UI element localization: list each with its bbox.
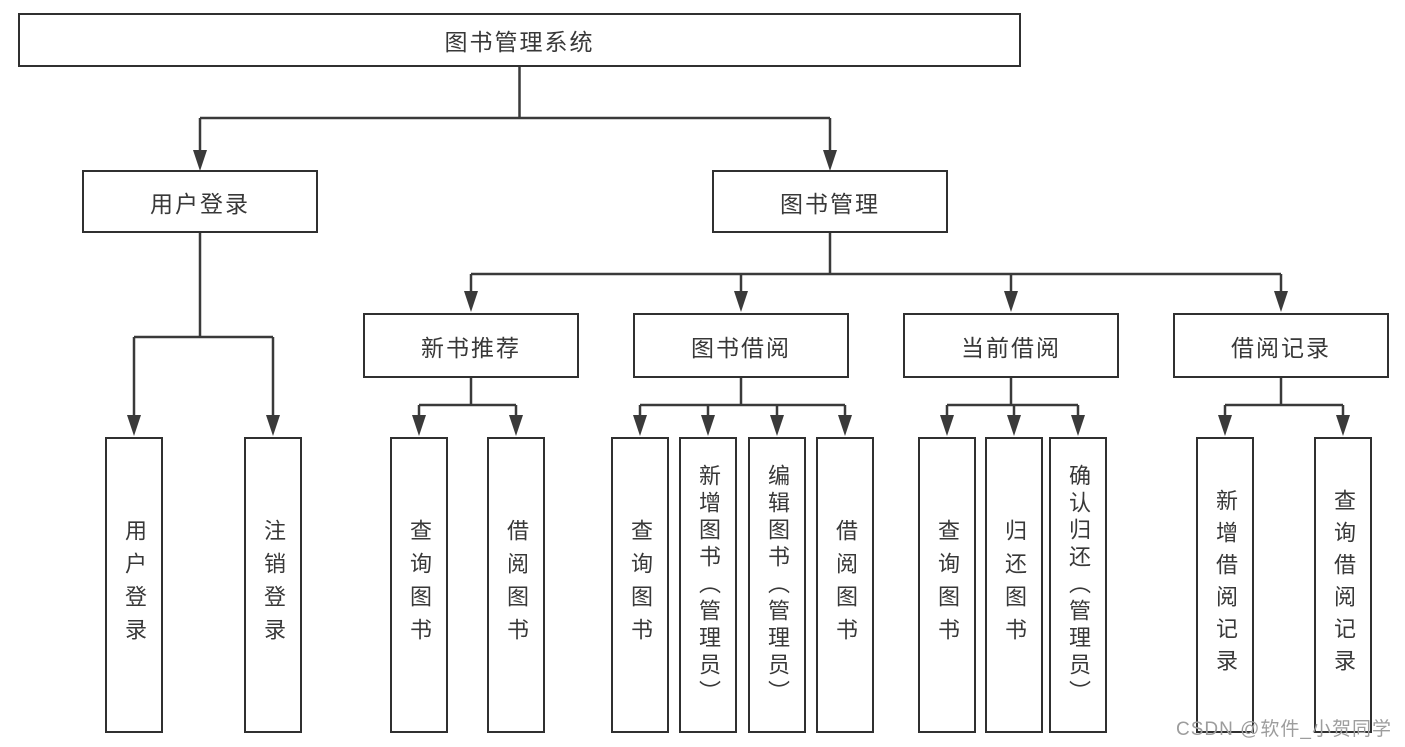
node-label: 新增图书（管理员）: [696, 463, 721, 707]
node-label: 新书推荐: [421, 334, 521, 361]
node-label: 借阅图书: [833, 519, 858, 651]
node-label: 确认归还（管理员）: [1066, 463, 1091, 707]
node-new-book-recommendation: 新书推荐: [363, 313, 579, 378]
leaf-return-books: 归还图书: [985, 437, 1043, 733]
node-label: 图书管理系统: [444, 29, 595, 55]
leaf-edit-book-admin: 编辑图书（管理员）: [748, 437, 806, 733]
node-label: 编辑图书（管理员）: [765, 463, 790, 707]
leaf-query-books: 查询图书: [611, 437, 669, 733]
leaf-logout: 注销登录: [244, 437, 302, 733]
node-label: 当前借阅: [961, 334, 1061, 361]
node-label: 查询图书: [935, 519, 960, 651]
leaf-confirm-return-admin: 确认归还（管理员）: [1049, 437, 1107, 733]
node-label: 用户登录: [122, 519, 147, 651]
leaf-borrow-books: 借阅图书: [487, 437, 545, 733]
leaf-query-books: 查询图书: [918, 437, 976, 733]
csdn-watermark: CSDN @软件_小贺同学: [1176, 719, 1392, 740]
node-label: 查询图书: [628, 519, 653, 651]
tree-edges: [132, 67, 1345, 418]
leaf-add-book-admin: 新增图书（管理员）: [679, 437, 737, 733]
node-label: 注销登录: [261, 519, 286, 651]
node-label: 图书管理: [780, 190, 880, 217]
node-label: 查询图书: [407, 519, 432, 651]
node-borrowing-records: 借阅记录: [1173, 313, 1389, 378]
leaf-add-borrowing-record: 新增借阅记录: [1196, 437, 1254, 733]
node-library-management-system: 图书管理系统: [18, 13, 1021, 67]
node-label: 新增借阅记录: [1213, 489, 1238, 681]
node-label: 借阅记录: [1231, 334, 1331, 361]
node-label: 查询借阅记录: [1331, 489, 1356, 681]
node-current-borrowing: 当前借阅: [903, 313, 1119, 378]
node-label: 用户登录: [150, 190, 250, 217]
leaf-query-borrowing-record: 查询借阅记录: [1314, 437, 1372, 733]
node-user-login: 用户登录: [82, 170, 318, 233]
leaf-borrow-books: 借阅图书: [816, 437, 874, 733]
node-label: 归还图书: [1002, 519, 1027, 651]
leaf-user-login: 用户登录: [105, 437, 163, 733]
node-label: 借阅图书: [504, 519, 529, 651]
node-label: 图书借阅: [691, 334, 791, 361]
leaf-query-books: 查询图书: [390, 437, 448, 733]
node-book-management: 图书管理: [712, 170, 948, 233]
node-book-borrowing: 图书借阅: [633, 313, 849, 378]
arrowheads: [127, 150, 1350, 436]
